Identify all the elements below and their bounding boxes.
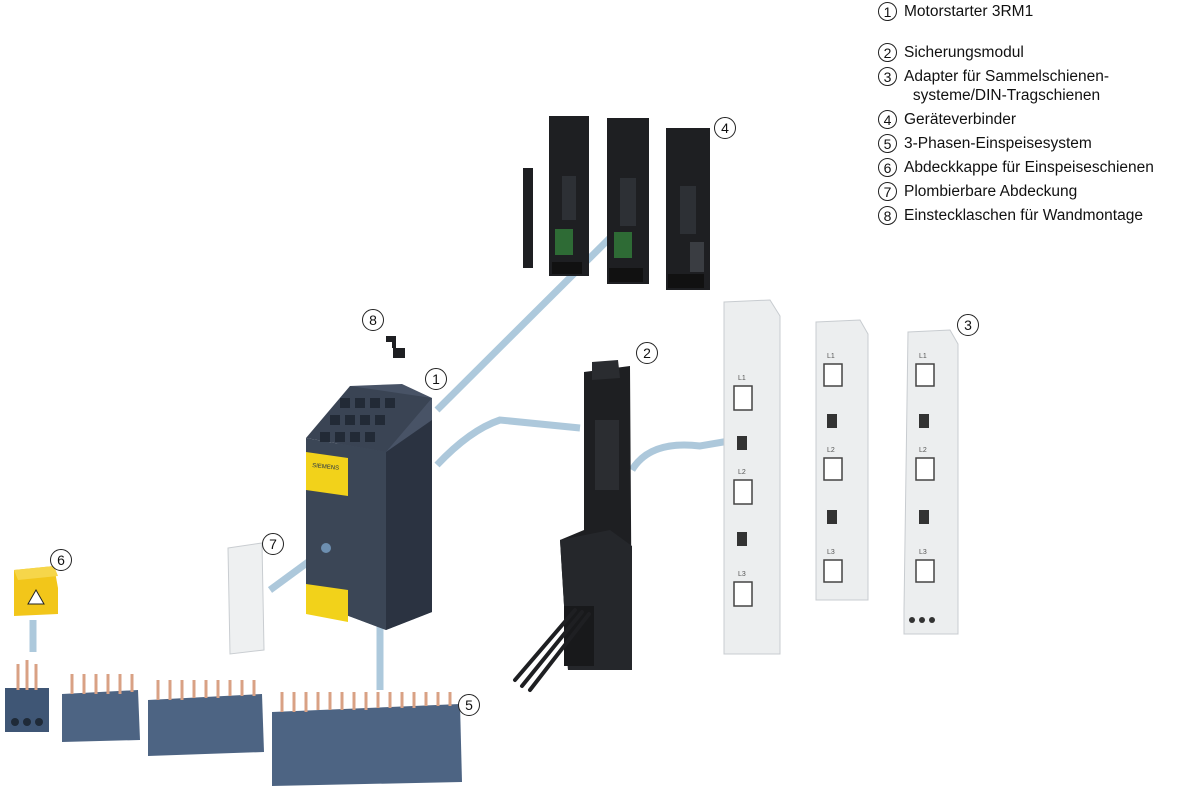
- legend-number: 5: [878, 134, 897, 153]
- adapter-1-l1-label: L1: [738, 375, 746, 382]
- adapter-1-l2-label: L2: [738, 469, 746, 476]
- adapter-2-l2-label: L2: [827, 447, 835, 454]
- legend-item-6: 6 Abdeckkappe für Einspeiseschienen: [878, 158, 1198, 177]
- busbar-adapter-2: [815, 319, 869, 601]
- legend-number: 1: [878, 2, 897, 21]
- legend-number: 6: [878, 158, 897, 177]
- connector-piece-1: [549, 116, 589, 276]
- legend-label: 3-Phasen-Einspeisesystem: [904, 135, 1092, 152]
- legend-number: 3: [878, 67, 897, 86]
- assembly-guide-lines: [29, 207, 736, 690]
- legend-item-8: 8 Einstecklaschen für Wandmontage: [878, 206, 1198, 225]
- legend-label: Plombierbare Abdeckung: [904, 183, 1078, 200]
- adapter-2-l1-label: L1: [827, 353, 835, 360]
- motor-starter-brand: SIEMENS: [312, 463, 339, 472]
- legend-item-4: 4 Geräteverbinder: [878, 110, 1198, 129]
- legend-number: 7: [878, 182, 897, 201]
- legend-number: 4: [878, 110, 897, 129]
- legend-item-1: 1 Motorstarter 3RM1: [878, 2, 1198, 21]
- device-connectors: [523, 116, 710, 290]
- adapter-3-l3-label: L3: [919, 549, 927, 556]
- adapter-2-l3-label: L3: [827, 549, 835, 556]
- adapter-3-l2-label: L2: [919, 447, 927, 454]
- legend-item-5: 5 3-Phasen-Einspeisesystem: [878, 134, 1198, 153]
- connector-bracket-thin: [523, 168, 533, 268]
- fuse-module: [513, 360, 632, 692]
- callout-3: 3: [957, 314, 979, 336]
- connector-piece-3: [666, 128, 710, 290]
- legend: 1 Motorstarter 3RM1 2 Sicherungsmodul 3 …: [878, 2, 1198, 230]
- busbar-medium: [148, 680, 264, 756]
- callout-5: 5: [458, 694, 480, 716]
- feed-in-system: [5, 660, 462, 786]
- legend-item-3: 3 Adapter für Sammelschienen- systeme/DI…: [878, 67, 1198, 105]
- busbar-short: [62, 674, 140, 742]
- legend-item-7: 7 Plombierbare Abdeckung: [878, 182, 1198, 201]
- legend-number: 8: [878, 206, 897, 225]
- terminal-grid: [320, 398, 395, 442]
- sealable-cover: [227, 542, 265, 655]
- callout-8: 8: [362, 309, 384, 331]
- adapter-3-l1-label: L1: [919, 353, 927, 360]
- legend-label: Adapter für Sammelschienen- systeme/DIN-…: [904, 68, 1110, 104]
- busbar-long: [272, 692, 462, 786]
- feed-in-terminal: [5, 660, 49, 732]
- connector-piece-2: [607, 118, 649, 284]
- callout-4: 4: [714, 117, 736, 139]
- legend-number: 2: [878, 43, 897, 62]
- callout-7: 7: [262, 533, 284, 555]
- motor-starter: [306, 384, 432, 630]
- busbar-adapter-3: [903, 329, 959, 635]
- callout-1: 1: [425, 368, 447, 390]
- legend-item-2: 2 Sicherungsmodul: [878, 43, 1198, 62]
- guide-2-to-3: [628, 436, 736, 472]
- legend-label: Einstecklaschen für Wandmontage: [904, 207, 1143, 224]
- legend-label: Sicherungsmodul: [904, 44, 1024, 61]
- legend-label: Motorstarter 3RM1: [904, 3, 1034, 20]
- feed-in-cover-cap: [14, 566, 58, 616]
- wall-mount-tabs: [386, 336, 405, 358]
- callout-2: 2: [636, 342, 658, 364]
- legend-label: Abdeckkappe für Einspeiseschienen: [904, 159, 1154, 176]
- callout-6: 6: [50, 549, 72, 571]
- busbar-adapter-1: [723, 299, 781, 655]
- guide-4-to-1: [434, 207, 641, 413]
- legend-label: Geräteverbinder: [904, 111, 1017, 128]
- adapter-1-l3-label: L3: [738, 571, 746, 578]
- guide-1-to-2: [434, 416, 581, 468]
